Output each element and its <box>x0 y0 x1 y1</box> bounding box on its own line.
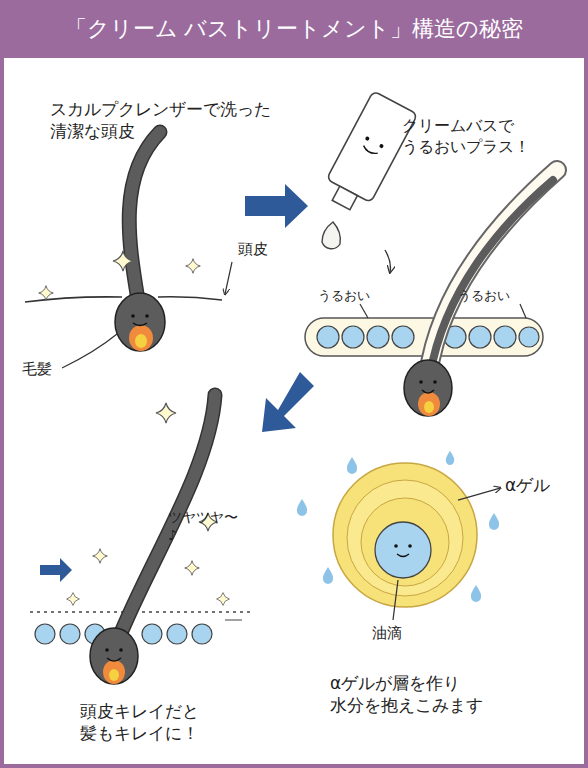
part-label: うるおい <box>458 288 510 305</box>
flow-arrow <box>262 372 314 432</box>
panel-clean-scalp <box>25 132 232 368</box>
note-text: ツヤツヤ〜♪ <box>168 508 238 544</box>
part-label: うるおい <box>318 288 370 305</box>
panel-cream-bath <box>305 91 557 416</box>
part-label: 毛髪 <box>22 360 52 380</box>
panel-shiny-hair <box>30 395 250 684</box>
part-label: αゲル <box>505 474 550 496</box>
title: 「クリーム バストリートメント」構造の秘密 <box>65 16 524 42</box>
caption-text: 頭皮キレイだと 髪もキレイに！ <box>80 700 199 744</box>
panel-alpha-gel <box>297 451 500 620</box>
caption-text: クリームバスで うるおいプラス！ <box>402 116 530 158</box>
part-label: 油滴 <box>372 624 402 644</box>
part-label: 頭皮 <box>238 240 268 260</box>
caption-text: スカルプクレンザーで洗った 清潔な頭皮 <box>50 98 271 142</box>
caption-text: αゲルが層を作り 水分を抱えこみます <box>330 672 483 716</box>
flow-arrow <box>245 184 308 228</box>
